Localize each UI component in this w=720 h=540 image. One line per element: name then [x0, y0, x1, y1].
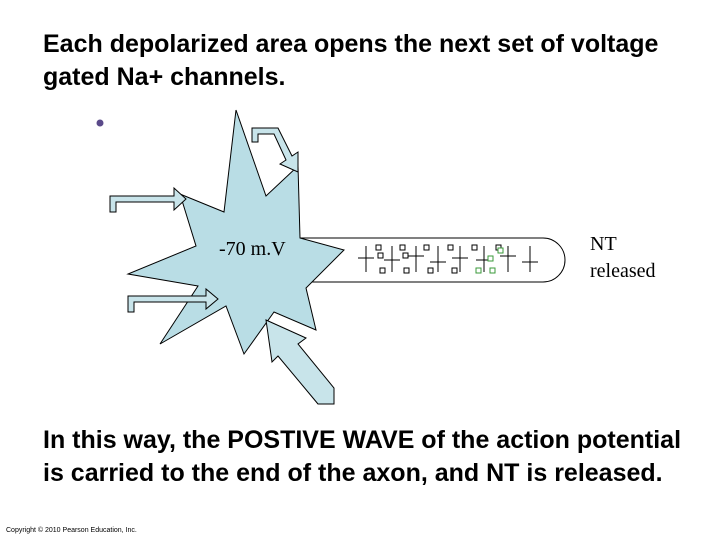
- cell-body: [126, 109, 345, 356]
- stimulus-arrow-lower-left: [127, 287, 219, 313]
- stimulus-arrow-top: [251, 127, 299, 173]
- ion-channels: [358, 246, 538, 272]
- copyright-notice: Copyright © 2010 Pearson Education, Inc.: [6, 527, 137, 534]
- slide-title: Each depolarized area opens the next set…: [43, 30, 659, 91]
- vesicles: [375, 244, 504, 274]
- marker-dot: [96, 119, 104, 127]
- slide-caption: In this way, the POSTIVE WAVE of the act…: [43, 426, 682, 487]
- membrane-potential-label: -70 m.V: [219, 238, 286, 260]
- nt-label-line1: NT: [590, 233, 617, 255]
- nt-label-line2: released: [590, 260, 656, 282]
- stimulus-arrow-bottom: [265, 319, 335, 405]
- stimulus-arrow-upper-left: [109, 186, 187, 213]
- axon: [299, 237, 566, 283]
